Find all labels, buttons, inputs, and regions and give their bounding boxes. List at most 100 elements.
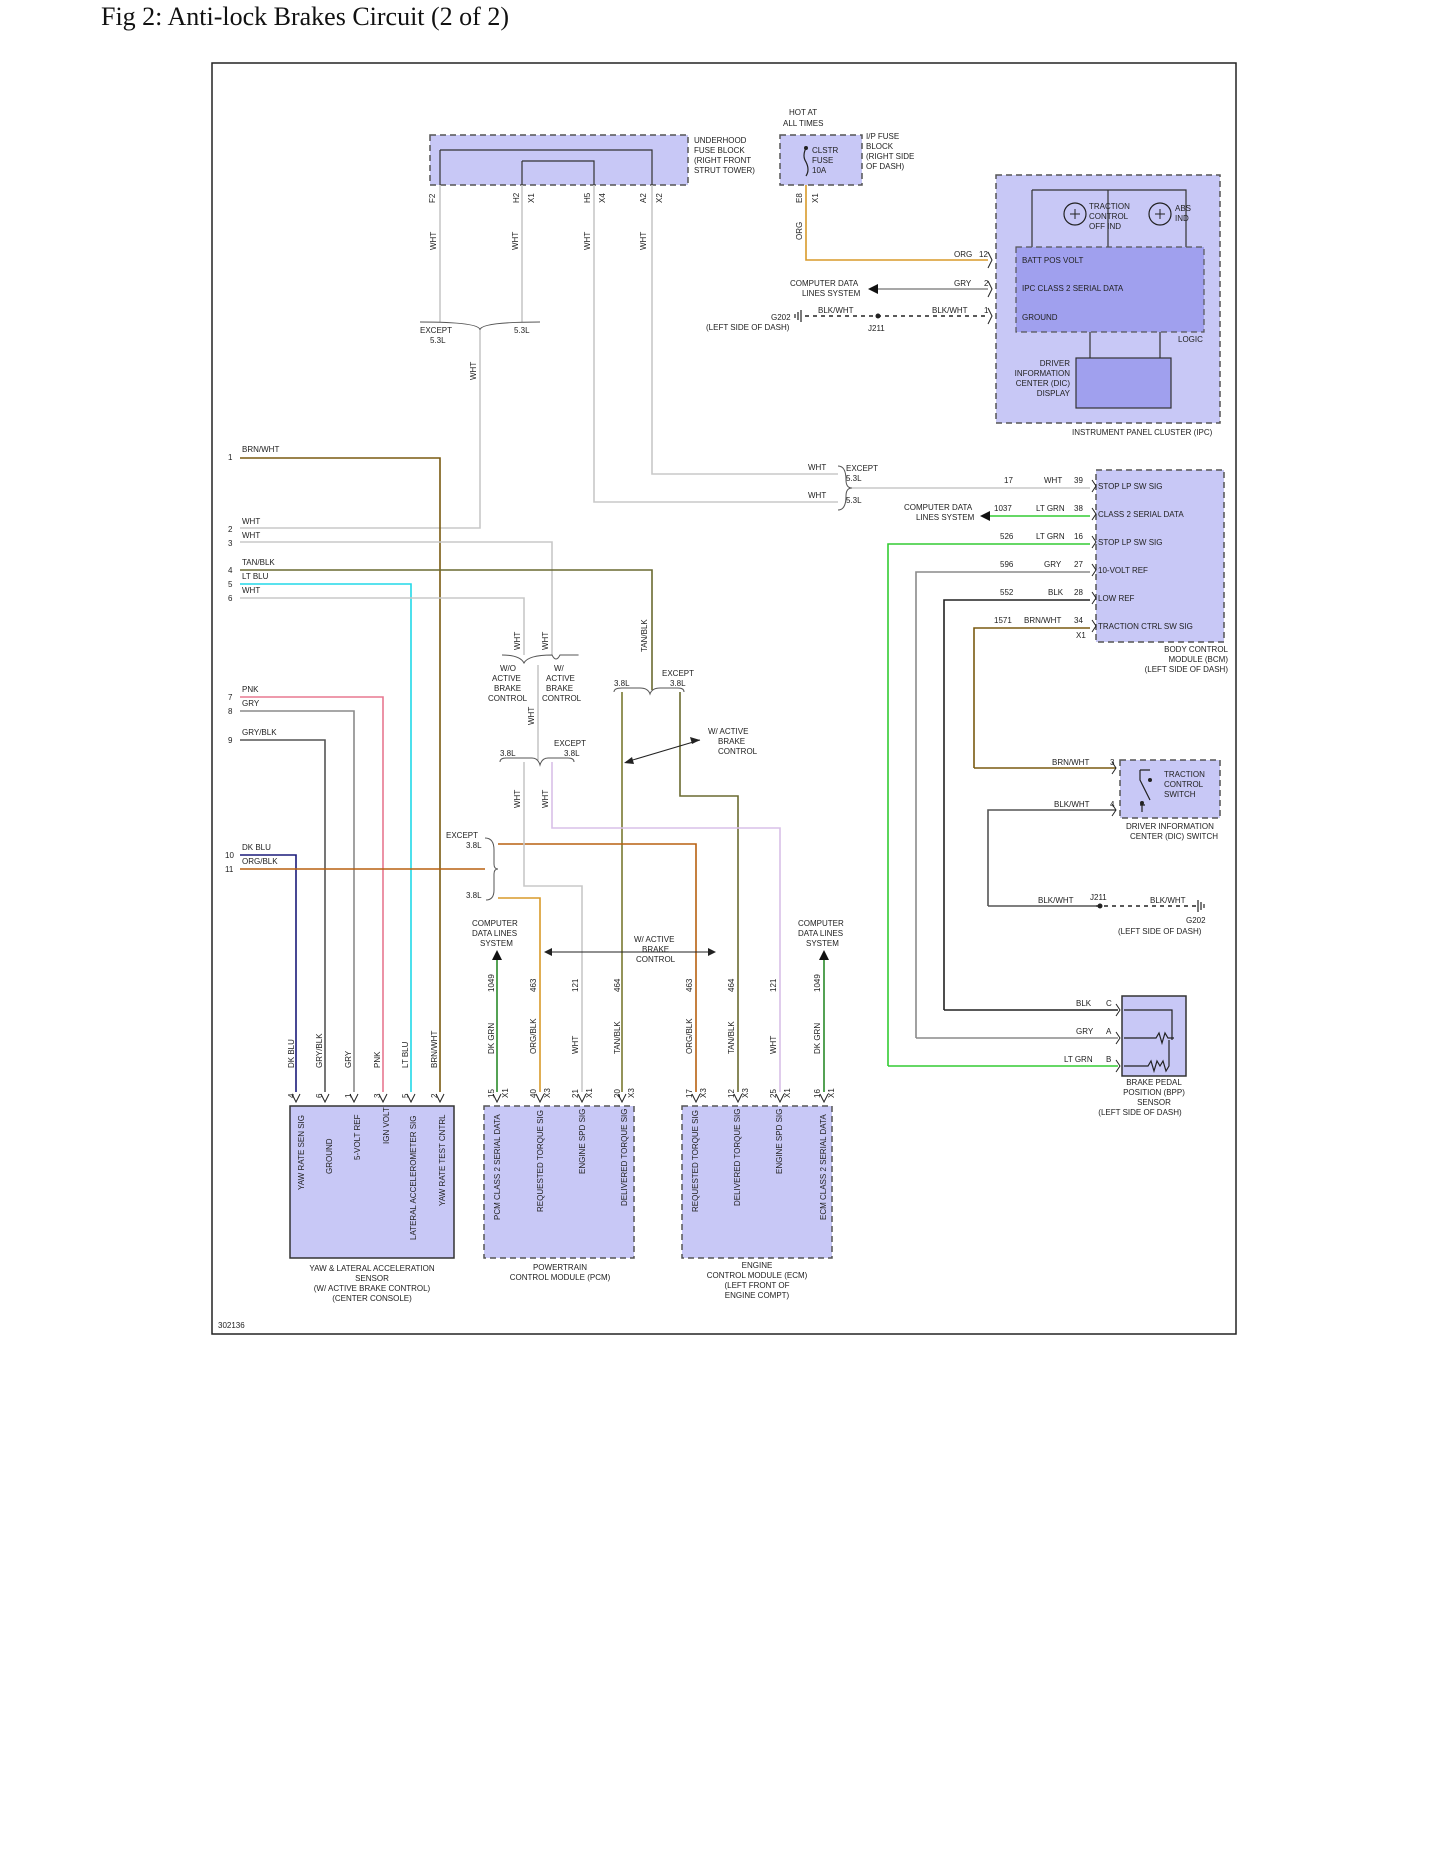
svg-text:5.3L: 5.3L <box>846 474 862 483</box>
svg-text:15: 15 <box>487 1089 496 1098</box>
svg-text:COMPUTER DATA: COMPUTER DATA <box>790 279 859 288</box>
svg-text:7: 7 <box>228 693 233 702</box>
wire-ltgrn-bpp <box>887 543 1090 1066</box>
svg-text:3.8L: 3.8L <box>466 891 482 900</box>
svg-text:SENSOR: SENSOR <box>1137 1098 1171 1107</box>
svg-text:ACTIVE: ACTIVE <box>492 674 521 683</box>
svg-text:3.8L: 3.8L <box>564 749 580 758</box>
svg-text:WHT: WHT <box>429 232 438 250</box>
svg-text:2: 2 <box>228 525 233 534</box>
svg-text:CONTROL: CONTROL <box>1089 212 1129 221</box>
svg-text:X2: X2 <box>655 193 664 203</box>
svg-text:I/P FUSE: I/P FUSE <box>866 132 899 141</box>
svg-text:X4: X4 <box>598 193 607 203</box>
svg-text:PCM CLASS 2 SERIAL DATA: PCM CLASS 2 SERIAL DATA <box>493 1114 502 1220</box>
svg-text:W/ ACTIVE: W/ ACTIVE <box>708 727 748 736</box>
svg-text:3.8L: 3.8L <box>500 749 516 758</box>
svg-text:ECM CLASS 2 SERIAL DATA: ECM CLASS 2 SERIAL DATA <box>819 1114 828 1220</box>
svg-text:BRAKE: BRAKE <box>494 684 521 693</box>
svg-text:ALL TIMES: ALL TIMES <box>783 119 823 128</box>
svg-text:IPC CLASS 2 SERIAL DATA: IPC CLASS 2 SERIAL DATA <box>1022 284 1124 293</box>
fuse-pin-labels: F2 H2 X1 H5 X4 A2 X2 E8 X1 <box>428 192 820 203</box>
svg-text:X1: X1 <box>811 193 820 203</box>
svg-text:25: 25 <box>769 1089 778 1098</box>
brake-pedal-position-sensor: BRAKE PEDAL POSITION (BPP) SENSOR (LEFT … <box>1098 995 1187 1117</box>
yaw-lateral-sensor: YAW RATE SEN SIG GROUND 5-VOLT REF IGN V… <box>289 1105 455 1303</box>
diagram-frame <box>211 62 1237 1335</box>
svg-text:BLK: BLK <box>1048 588 1064 597</box>
svg-text:BRAKE PEDAL: BRAKE PEDAL <box>1126 1078 1182 1087</box>
svg-text:BRN/WHT: BRN/WHT <box>430 1031 439 1068</box>
svg-text:EXCEPT: EXCEPT <box>420 326 452 335</box>
svg-text:11: 11 <box>225 865 234 874</box>
svg-text:3: 3 <box>1110 758 1115 767</box>
svg-text:TRACTION CTRL SW SIG: TRACTION CTRL SW SIG <box>1098 622 1193 631</box>
svg-text:FUSE BLOCK: FUSE BLOCK <box>694 146 745 155</box>
svg-text:INFORMATION: INFORMATION <box>1015 369 1071 378</box>
svg-text:464: 464 <box>727 978 736 992</box>
svg-text:4: 4 <box>1110 800 1115 809</box>
svg-text:LT BLU: LT BLU <box>401 1041 410 1068</box>
svg-text:(RIGHT FRONT: (RIGHT FRONT <box>694 156 751 165</box>
svg-text:10A: 10A <box>812 166 827 175</box>
instrument-panel-cluster: TRACTION CONTROL OFF IND ABS IND BATT PO… <box>995 174 1221 437</box>
svg-text:STOP LP SW SIG: STOP LP SW SIG <box>1098 482 1162 491</box>
yaw-wire-labels: DK BLU GRY/BLK GRY PNK LT BLU BRN/WHT 4 … <box>287 1031 439 1098</box>
svg-text:WHT: WHT <box>571 1036 580 1054</box>
svg-text:FUSE: FUSE <box>812 156 833 165</box>
svg-text:10: 10 <box>225 851 234 860</box>
underhood-fuse-block: UNDERHOOD FUSE BLOCK (RIGHT FRONT STRUT … <box>429 134 755 186</box>
svg-text:BRN/WHT: BRN/WHT <box>1052 758 1089 767</box>
ecm-wire-labels: 463 464 121 1049 ORG/BLK TAN/BLK WHT DK … <box>685 974 836 1098</box>
wire-brnwht-tcs <box>973 627 1090 768</box>
svg-text:A2: A2 <box>639 193 648 203</box>
svg-text:B: B <box>1106 1055 1111 1064</box>
svg-text:UNDERHOOD: UNDERHOOD <box>694 136 747 145</box>
svg-text:ORG: ORG <box>795 222 804 240</box>
arrow-icon <box>980 511 990 521</box>
svg-text:CONTROL: CONTROL <box>718 747 758 756</box>
svg-text:5: 5 <box>401 1093 410 1098</box>
svg-text:463: 463 <box>685 978 694 992</box>
svg-text:2: 2 <box>430 1093 439 1098</box>
svg-text:GROUND: GROUND <box>325 1138 334 1174</box>
svg-text:J211: J211 <box>1090 893 1107 902</box>
svg-text:W/: W/ <box>554 664 565 673</box>
svg-text:ENGINE SPD SIG: ENGINE SPD SIG <box>775 1109 784 1174</box>
svg-text:G202: G202 <box>1186 916 1206 925</box>
svg-text:SYSTEM: SYSTEM <box>806 939 839 948</box>
svg-text:WHT: WHT <box>511 232 520 250</box>
svg-text:DELIVERED TORQUE SIG: DELIVERED TORQUE SIG <box>733 1108 742 1206</box>
svg-text:WHT: WHT <box>769 1036 778 1054</box>
svg-text:TAN/BLK: TAN/BLK <box>640 619 649 652</box>
svg-text:G202: G202 <box>771 313 791 322</box>
svg-text:CONTROL: CONTROL <box>542 694 582 703</box>
svg-text:WHT: WHT <box>242 586 260 595</box>
svg-text:10-VOLT REF: 10-VOLT REF <box>1098 566 1148 575</box>
svg-text:WHT: WHT <box>513 790 522 808</box>
svg-text:TAN/BLK: TAN/BLK <box>613 1021 622 1054</box>
svg-text:A: A <box>1106 1027 1112 1036</box>
svg-text:17: 17 <box>1004 476 1013 485</box>
svg-text:LATERAL ACCELEROMETER SIG: LATERAL ACCELEROMETER SIG <box>409 1116 418 1240</box>
wire-org-ipc <box>805 185 988 261</box>
svg-text:1: 1 <box>984 306 989 315</box>
pcm-wire-labels: 1049 463 121 464 DK GRN ORG/BLK WHT TAN/… <box>487 974 636 1098</box>
svg-text:1049: 1049 <box>487 974 496 992</box>
svg-text:20: 20 <box>613 1089 622 1098</box>
svg-text:BATT POS VOLT: BATT POS VOLT <box>1022 256 1083 265</box>
svg-text:DK BLU: DK BLU <box>287 1039 296 1068</box>
svg-text:X1: X1 <box>501 1088 510 1098</box>
svg-text:DRIVER INFORMATION: DRIVER INFORMATION <box>1126 822 1214 831</box>
svg-text:POSITION (BPP): POSITION (BPP) <box>1123 1088 1185 1097</box>
svg-text:BLK/WHT: BLK/WHT <box>1054 800 1090 809</box>
svg-text:5.3L: 5.3L <box>846 496 862 505</box>
svg-text:GRY/BLK: GRY/BLK <box>315 1033 324 1068</box>
svg-text:ABS: ABS <box>1175 204 1191 213</box>
wire-gry-bpp <box>915 571 1090 1038</box>
ip-fuse-block: HOT AT ALL TIMES CLSTR FUSE 10A I/P FUSE… <box>779 108 914 186</box>
svg-text:LT GRN: LT GRN <box>1036 504 1065 513</box>
svg-text:IND: IND <box>1175 214 1189 223</box>
svg-text:28: 28 <box>1074 588 1083 597</box>
